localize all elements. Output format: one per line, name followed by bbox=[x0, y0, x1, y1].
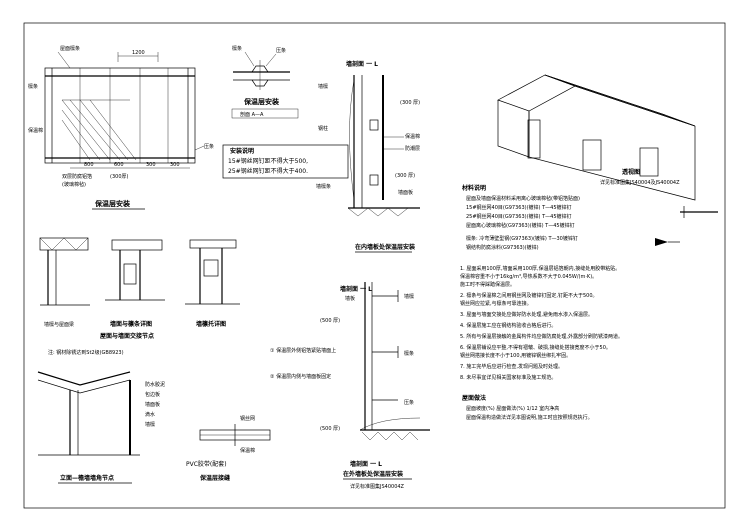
d5-title: 屋面与墙面交接节点 bbox=[100, 332, 154, 340]
d1-title: 保温层安装 bbox=[94, 199, 130, 208]
detail-insulation-seam: 钢丝网 保温棉 PVC胶带(配套) 保温层接缝 bbox=[186, 415, 271, 482]
note-4: 钢丝网应拉紧,与檩条可靠连接。 bbox=[460, 300, 532, 307]
d4-section-label-2: 墙剖面 一 L bbox=[350, 460, 382, 468]
d5-caption: 墙檩与屋面梁 bbox=[44, 321, 74, 328]
install-notes-box: 安装说明 15#钢丝网钉距不得大于500, 25#钢丝网钉距不得大于400. bbox=[222, 144, 349, 179]
d4-callout-0: 墙板 bbox=[345, 295, 355, 302]
d3-dim-label: (300 厚) bbox=[400, 100, 420, 106]
d2-callout-strip: 压条 bbox=[276, 47, 286, 54]
d3-callout-4: 保温棉 bbox=[405, 133, 420, 140]
material-legend: 材料说明 屋面及墙面保温材料采用离心玻璃棉毡(带铝箔贴面) 15#钢丝网40目(… bbox=[461, 184, 718, 251]
d1-callout-beam: 檩条 bbox=[28, 83, 38, 90]
note-10: 7. 施工完毕后应进行检查,发现问题及时处理。 bbox=[460, 363, 563, 370]
d4-subtitle: 详见标准图集JS40004Z bbox=[350, 483, 405, 490]
d4-callout-5: 压条 bbox=[404, 399, 414, 406]
d5-note: 注: 钢材除锈达到St2级(GB8923) bbox=[48, 349, 124, 356]
d3-callout-7: 墙檩条 bbox=[316, 183, 331, 190]
detail-eave-corner: 防水胶泥 包边板 墙面板 滴水 墙檩 立面—檐墙墙角节点 bbox=[37, 371, 165, 484]
note-6: 4. 保温层施工应在钢结构验收合格后进行。 bbox=[460, 322, 556, 329]
d1-note-2: (300厚) bbox=[110, 174, 128, 180]
d1-callout-purlin: 屋面檩条 bbox=[60, 45, 80, 52]
d5-subtitle: 墙面与檩条详图 bbox=[110, 320, 152, 328]
d1-dim-1: 800 bbox=[84, 162, 94, 168]
general-notes: 1. 屋面采用100厚,墙面采用100厚,保温层铝箔朝内,接缝处用胶带粘贴。 保… bbox=[460, 265, 623, 381]
d3-dim-label2: (300 厚) bbox=[395, 173, 415, 179]
detail-section-aa: 檩条 压条 保温层安装 剖面 A—A bbox=[231, 45, 299, 119]
notes-box-line1: 15#钢丝网钉距不得大于500, bbox=[228, 157, 308, 165]
footer-title: 屋面做法 bbox=[462, 394, 486, 402]
d2-subtitle: 剖面 A—A bbox=[240, 111, 264, 118]
iso-title: 透视图 bbox=[622, 168, 640, 176]
d3-callout-1: 钢柱 bbox=[318, 125, 328, 132]
d4-callout-4: 檩条 bbox=[404, 350, 414, 357]
d8-callout-1: 保温棉 bbox=[240, 447, 255, 454]
detail-inner-wall-section: 墙剖面 一 L (300 厚) (300 厚) 墙檩 钢柱 墙檩条 保温棉 防潮… bbox=[316, 60, 420, 253]
d3-title: 在内墙板处保温层安装 bbox=[355, 243, 415, 251]
legend-line-4: 檩条: 冷弯薄壁型钢(G97363)(镀锌) T—30镀锌钉 bbox=[466, 235, 578, 242]
d7-note-4: 墙檩 bbox=[145, 421, 155, 428]
legend-line-1: 15#钢丝网40目(G97363)(镀锌) T—45镀锌钉 bbox=[466, 204, 572, 211]
d1-note-3: (玻璃棉毡) bbox=[62, 181, 86, 188]
legend-line-0: 屋面及墙面保温材料采用离心玻璃棉毡(带铝箔贴面) bbox=[466, 195, 580, 202]
d3-section-label: 墙剖面 一 L bbox=[346, 60, 378, 68]
detail-beam-joints: 墙檩与屋面梁 墙面与檩条详图 屋面与墙面交接节点 墙檩托详图 注: 钢材除锈达到… bbox=[39, 237, 240, 356]
d4-callout-1: 墙檩 bbox=[404, 293, 414, 300]
note-5: 3. 屋面与墙面交接处应做好防水处理,避免雨水渗入保温层。 bbox=[460, 311, 593, 318]
d7-note-3: 滴水 bbox=[145, 411, 155, 418]
legend-title: 材料说明 bbox=[461, 184, 486, 192]
note-2: 施工时不得踩踏保温层。 bbox=[460, 281, 515, 288]
roof-method-block: 屋面做法 屋面坡度(%) 屋面做法(%) 1/12 室内净高 屋面保温构造做法详… bbox=[462, 394, 593, 421]
detail-roof-insulation-plan: 1200 屋面檩条 檩条 保温棉 压条 双层防腐铝箔 (300厚) (玻璃棉毡)… bbox=[28, 45, 214, 210]
d3-callout-0: 墙檩 bbox=[318, 83, 328, 90]
note-11: 8. 未尽事宜详见相关国家标准及施工规范。 bbox=[460, 374, 556, 381]
d4-section-label: 墙剖面 一 L bbox=[340, 285, 372, 293]
note-0: 1. 屋面采用100厚,墙面采用100厚,保温层铝箔朝内,接缝处用胶带粘贴。 bbox=[460, 265, 620, 272]
d1-dim-2: 600 bbox=[114, 162, 124, 168]
note-1: 保温棉容重不小于16kg/m³,导热系数不大于0.045W/(m·K)。 bbox=[460, 273, 597, 280]
d8-title: PVC胶带(配套) bbox=[186, 460, 227, 468]
d1-dim-top: 1200 bbox=[132, 50, 145, 56]
note-9: 钢丝网搭接长度不小于100,用镀锌钢丝绑扎牢固。 bbox=[460, 352, 571, 359]
d4-title: 在外墙板处保温层安装 bbox=[343, 470, 403, 478]
note-3: 2. 檩条与保温棉之间用钢丝网及镀锌钉固定,钉距不大于500。 bbox=[460, 292, 598, 299]
rivet-symbol bbox=[655, 238, 668, 246]
d4-dim-label: (500 厚) bbox=[320, 318, 340, 324]
d4-circle-note-2: ② 保温层内侧与墙面板固定 bbox=[270, 373, 331, 380]
d7-title: 立面—檐墙墙角节点 bbox=[60, 474, 114, 482]
d1-dim-4: 300 bbox=[170, 162, 180, 168]
d2-callout-purlin: 檩条 bbox=[232, 45, 242, 52]
d1-note-1: 双层防腐铝箔 bbox=[62, 173, 92, 180]
notes-box-line2: 25#钢丝网钉距不得大于400. bbox=[228, 167, 308, 175]
d4-circle-note-1: ① 保温层外侧铝箔紧贴墙面上 bbox=[270, 347, 336, 354]
legend-line-2: 25#钢丝网40目(G97363)(镀锌) T—45镀锌钉 bbox=[466, 213, 572, 220]
d6-title: 墙檩托详图 bbox=[196, 320, 226, 328]
footer-line1: 屋面坡度(%) 屋面做法(%) 1/12 室内净高 bbox=[466, 405, 559, 412]
detail-outer-wall-section: 墙剖面 一 L (500 厚) (500 厚) 墙板 墙檩 檩条 压条 ① 保温… bbox=[270, 282, 430, 490]
legend-line-5: 钢结构防腐涂料(G97363)(镀锌) bbox=[466, 244, 539, 251]
d8-caption: 保温层接缝 bbox=[199, 474, 230, 482]
isometric-building: 透视图 详见标准图集JS40004及JS40004Z bbox=[497, 74, 696, 201]
footer-line2: 屋面保温构造做法详见本图说明,施工时应按照规范执行。 bbox=[466, 414, 593, 421]
d2-title: 保温层安装 bbox=[243, 97, 279, 106]
notes-box-title: 安装说明 bbox=[230, 147, 254, 155]
d8-callout-0: 钢丝网 bbox=[240, 415, 255, 422]
iso-subtitle: 详见标准图集JS40004及JS40004Z bbox=[600, 179, 680, 186]
d1-callout-strip: 压条 bbox=[204, 143, 214, 150]
d7-note-2: 墙面板 bbox=[145, 401, 160, 408]
d1-callout-insulation: 保温棉 bbox=[28, 127, 43, 134]
d7-note-0: 防水胶泥 bbox=[145, 381, 165, 388]
d4-dim-label2: (500 厚) bbox=[320, 426, 340, 432]
d7-note-1: 包边板 bbox=[145, 391, 160, 398]
note-7: 5. 所有与保温层接触的金属构件均应做防腐处理,外露部分刷防锈漆两道。 bbox=[460, 333, 623, 340]
d3-callout-6: 墙面板 bbox=[398, 189, 413, 196]
note-8: 6. 保温层铺设应平整,不得有褶皱、破损,接缝处搭接宽度不小于50。 bbox=[460, 344, 611, 351]
d1-dim-3: 300 bbox=[146, 162, 156, 168]
d3-callout-5: 防潮层 bbox=[405, 145, 420, 152]
sheet-border bbox=[23, 22, 726, 509]
legend-line-3: 屋面离心玻璃棉毡(G97363)(镀锌) T—45镀锌钉 bbox=[466, 222, 575, 229]
